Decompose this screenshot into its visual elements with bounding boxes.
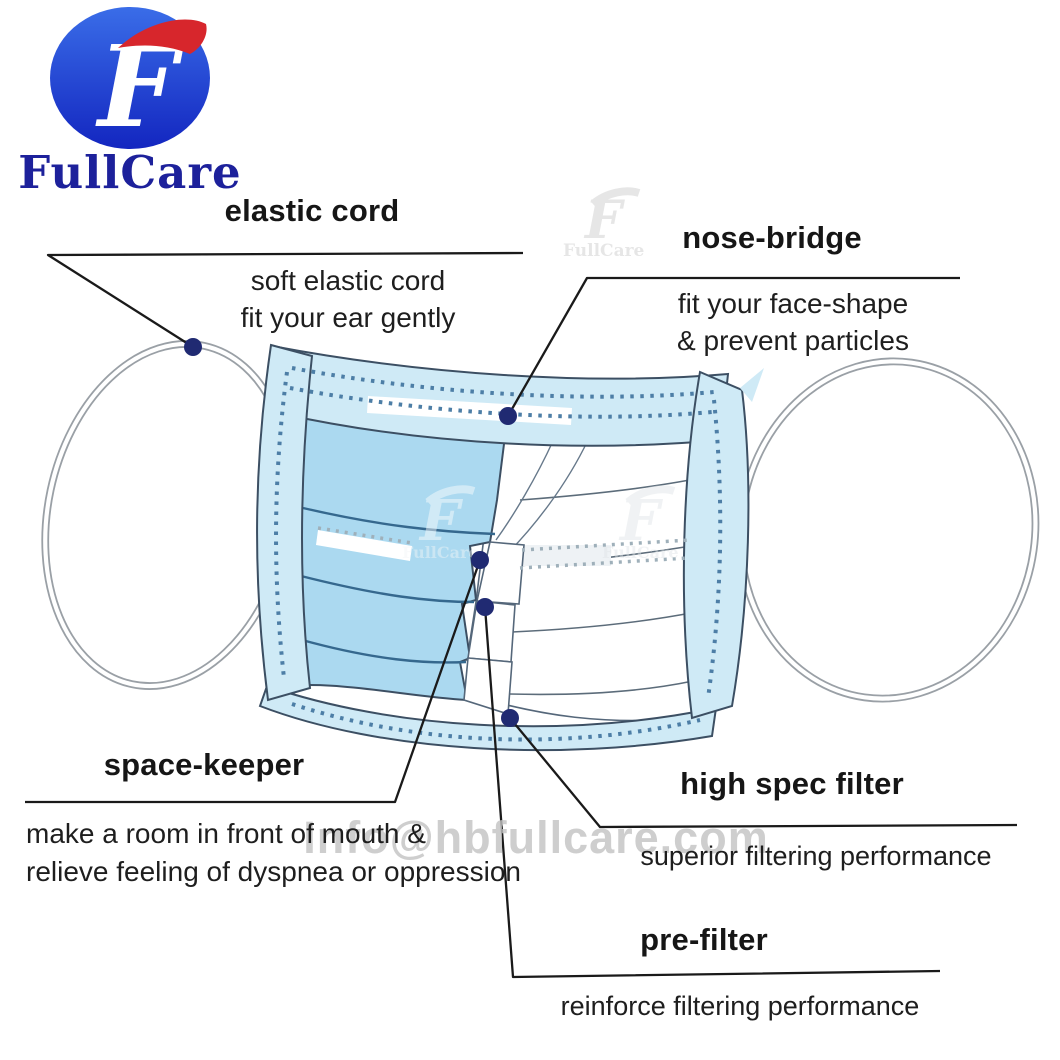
space-keeper-strip <box>463 541 525 716</box>
pre-filter-dot <box>476 598 494 616</box>
callout-lines <box>25 251 1018 979</box>
watermark-logo-left: F FullCare <box>402 485 479 562</box>
svg-text:F: F <box>583 190 625 251</box>
watermark-logo-right: F FullCare <box>602 485 679 562</box>
brand-name: FullCare <box>18 146 242 199</box>
svg-text:F: F <box>418 488 464 554</box>
svg-text:FullCare: FullCare <box>602 543 679 562</box>
mask-body <box>256 343 764 752</box>
desc-pre-filter: reinforce filtering performance <box>560 991 920 1021</box>
bottom-band <box>258 684 718 752</box>
desc-space-keeper: make a room in front of mouth & relieve … <box>26 818 521 887</box>
svg-text:FullCare: FullCare <box>563 241 645 261</box>
space-keeper-line <box>25 559 482 804</box>
space-keeper-dot <box>471 551 489 569</box>
right-edge-band <box>682 370 750 720</box>
elastic-cord-line <box>46 251 524 348</box>
elastic-cord-dot <box>184 338 202 356</box>
email-watermark: Info@hbfullcare.com <box>303 812 769 863</box>
pre-filter-line <box>483 606 941 979</box>
svg-text:FullCare: FullCare <box>402 543 479 562</box>
right-ear-loop <box>736 357 1040 703</box>
svg-text:F: F <box>618 488 664 554</box>
left-edge-band <box>256 343 314 702</box>
nose-bridge-line <box>507 276 960 417</box>
label-high-spec-filter: high spec filter <box>680 766 904 801</box>
desc-high-spec-filter: superior filtering performance <box>640 841 992 871</box>
desc-elastic-cord: soft elastic cord fit your ear gently <box>240 265 456 333</box>
label-nose-bridge: nose-bridge <box>682 220 862 255</box>
high-spec-filter-dot <box>501 709 519 727</box>
label-elastic-cord: elastic cord <box>224 193 400 228</box>
stitch-texture <box>523 545 611 566</box>
right-band-tab <box>740 368 764 402</box>
desc-nose-bridge: fit your face-shape & prevent particles <box>677 288 909 356</box>
label-pre-filter: pre-filter <box>640 922 768 957</box>
label-space-keeper: space-keeper <box>103 747 305 782</box>
nose-bridge-dot <box>499 407 517 425</box>
pleat-highlight <box>316 530 412 561</box>
brand-logo-icon: F <box>50 7 210 153</box>
watermark-logo-top: F FullCare <box>563 187 645 261</box>
high-spec-filter-line <box>509 717 1018 829</box>
logo-red-swoosh <box>118 19 207 54</box>
